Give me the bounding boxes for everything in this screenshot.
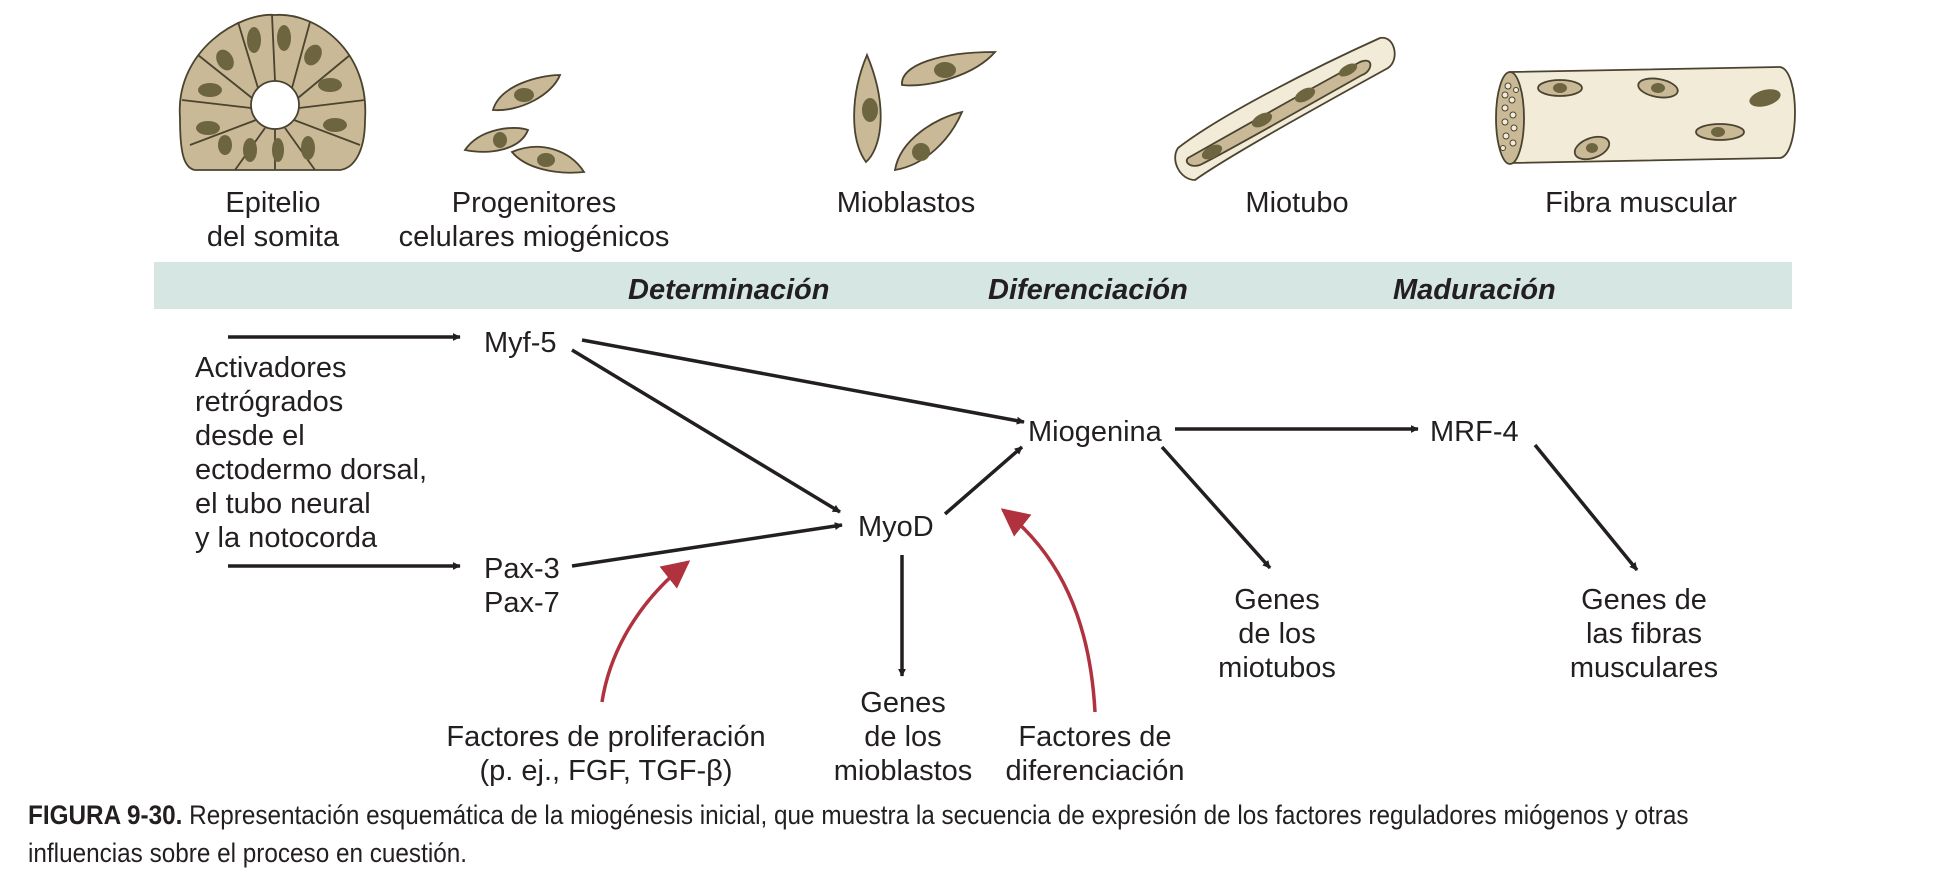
progenitor-cells-illustration	[463, 74, 586, 174]
node-mrf4: MRF-4	[1430, 416, 1519, 448]
caption-label: FIGURA 9-30.	[28, 800, 183, 830]
stage-label-mioblastos: Mioblastos	[836, 187, 976, 219]
figure-caption: FIGURA 9-30. Representación esquemática …	[28, 796, 1734, 872]
label-genes-miotubos: Genes de los miotubos	[1218, 584, 1336, 684]
label-factores-diferenciacion: Factores de diferenciación	[1005, 721, 1185, 787]
stage-label-epitelio: Epitelio del somita	[206, 187, 340, 253]
stage-label-progenitores: Progenitores celulares miogénicos	[398, 187, 670, 253]
arrow-pax-to-myod	[571, 522, 843, 568]
node-miogenina: Miogenina	[1028, 416, 1162, 448]
myoblasts-illustration	[853, 51, 997, 172]
arrow-myf5-to-myod	[571, 348, 841, 514]
label-activadores: Activadores retrógrados desde el ectoder…	[195, 352, 428, 554]
myotube-illustration	[1174, 37, 1396, 181]
label-factores-proliferacion: Factores de proliferación (p. ej., FGF, …	[446, 721, 766, 787]
stage-label-miotubo: Miotubo	[1245, 187, 1349, 219]
label-genes-mioblastos: Genes de los mioblastos	[833, 687, 973, 787]
somite-epithelium-illustration	[179, 14, 367, 171]
arrow-miogenina-to-genes-miotubos	[1160, 445, 1272, 570]
arrow-myod-to-miogenina	[943, 445, 1024, 516]
stage-label-fibra: Fibra muscular	[1545, 187, 1737, 219]
influence-arrows	[600, 508, 1097, 713]
arrow-proliferation-factors	[600, 560, 691, 703]
node-pax: Pax-3 Pax-7	[484, 553, 560, 619]
arrow-differentiation-factors	[1000, 508, 1097, 713]
regulatory-arrows	[228, 333, 1639, 677]
phase-diferenciacion: Diferenciación	[988, 274, 1188, 306]
muscle-fiber-illustration	[1495, 66, 1796, 165]
node-myod: MyoD	[858, 511, 934, 543]
node-myf5: Myf-5	[484, 327, 557, 359]
phase-band	[154, 262, 1792, 309]
arrow-myf5-to-miogenina	[581, 338, 1025, 425]
phase-determinacion: Determinación	[628, 274, 830, 306]
label-genes-fibras: Genes de las fibras musculares	[1569, 584, 1719, 684]
arrow-mrf4-to-genes-fibras	[1533, 443, 1639, 572]
phase-maduracion: Maduración	[1393, 274, 1556, 306]
caption-text: Representación esquemática de la miogéne…	[28, 800, 1689, 868]
